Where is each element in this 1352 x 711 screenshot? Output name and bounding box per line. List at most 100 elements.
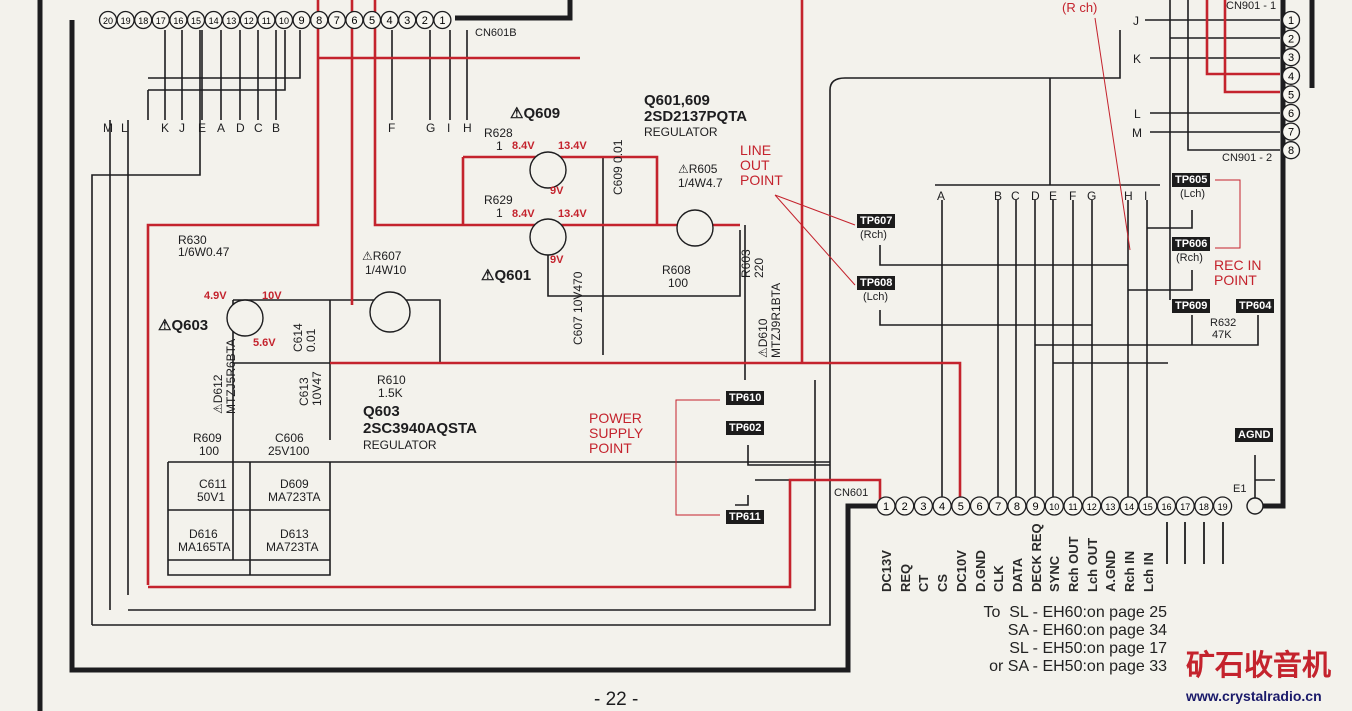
cn601b-pin-number: 6 bbox=[351, 15, 357, 27]
bus-letter: K bbox=[161, 121, 170, 135]
r609-ref: R609 bbox=[193, 431, 222, 445]
cn901-pin-number: 7 bbox=[1288, 127, 1294, 139]
cn601-pin bbox=[969, 496, 990, 516]
cn601b-pin-number: 3 bbox=[404, 15, 410, 27]
cn601-pin-number: 11 bbox=[1068, 502, 1077, 512]
warning-icon: ⚠ bbox=[678, 162, 689, 176]
r609-value: 100 bbox=[199, 444, 220, 458]
cn901-pin bbox=[1281, 29, 1301, 48]
d609-value: MA723TA bbox=[268, 490, 321, 504]
cn601-pin bbox=[1025, 496, 1046, 516]
cn601b-pin-number: 18 bbox=[138, 16, 148, 26]
cn601-pin bbox=[1212, 496, 1233, 516]
cn601-signal-label: Lch OUT bbox=[1084, 537, 1100, 592]
cn601-pin bbox=[1063, 496, 1083, 516]
cn901-pin bbox=[1281, 66, 1301, 85]
unused-pin-mark bbox=[1202, 522, 1205, 564]
cn601-pin-number: 9 bbox=[1033, 501, 1039, 513]
tp605: TP605 bbox=[1172, 173, 1211, 187]
cn601-pin-number: 16 bbox=[1161, 502, 1171, 512]
cn601-label: CN601 bbox=[834, 487, 869, 499]
d613-ref: D613 bbox=[280, 527, 309, 541]
cn601-pin-number: 14 bbox=[1124, 502, 1134, 512]
tp610: TP610 bbox=[726, 391, 765, 405]
cn901-pin-number: 5 bbox=[1288, 89, 1294, 101]
unused-pin-mark bbox=[1165, 522, 1168, 564]
cn901-letter: M bbox=[1132, 126, 1142, 140]
bus-letter: H bbox=[463, 121, 472, 135]
bus-letter: A bbox=[937, 189, 946, 203]
bus-letter: E bbox=[1049, 189, 1058, 203]
r628-ref: R628 bbox=[484, 126, 513, 140]
cn601-pin-number: 3 bbox=[920, 501, 926, 513]
cn601-pin-number: 17 bbox=[1180, 502, 1190, 512]
r630-ref: R630 bbox=[178, 233, 207, 247]
cn601b-pin-number: 15 bbox=[191, 16, 201, 26]
cn601-pin bbox=[1007, 496, 1027, 516]
tp608: TP608 bbox=[857, 276, 896, 290]
q609-emitter-voltage: 9V bbox=[550, 185, 564, 197]
ground-frame-right bbox=[1255, 0, 1286, 509]
q603-part: 2SC3940AQSTA bbox=[363, 420, 477, 437]
bus-letter: I bbox=[1144, 189, 1148, 203]
e1-terminal bbox=[1246, 497, 1264, 515]
tp611: TP611 bbox=[726, 510, 764, 524]
cn601b-pin-number: 14 bbox=[209, 16, 219, 26]
cn601-pin bbox=[1175, 496, 1195, 516]
cn601b-pin-number: 1 bbox=[439, 15, 445, 27]
q601-label: ⚠Q601 bbox=[481, 267, 532, 284]
cn601-pin-number: 19 bbox=[1218, 502, 1228, 512]
cn601-pin-number: 13 bbox=[1105, 502, 1115, 512]
cn601b-pin-number: 12 bbox=[244, 16, 254, 26]
cn601-pin bbox=[1100, 496, 1121, 516]
cn601b-pin-number: 13 bbox=[226, 16, 236, 26]
q603-symbol-label: ⚠Q603 bbox=[158, 317, 209, 334]
tp604: TP604 bbox=[1236, 299, 1275, 313]
cn901-2-label: CN901 - 2 bbox=[1222, 152, 1273, 164]
unused-pin-mark bbox=[1184, 522, 1187, 564]
bus-letter: M bbox=[103, 121, 113, 135]
cn601b-pin-number: 11 bbox=[262, 16, 271, 26]
cn601b-pin-number: 9 bbox=[299, 15, 305, 27]
cn601-pin bbox=[1119, 496, 1139, 516]
cn901-1-label: CN901 - 1 bbox=[1226, 0, 1277, 12]
ground-frame-main bbox=[69, 20, 888, 673]
r629-value: 1 bbox=[496, 206, 503, 220]
agnd-point: AGND bbox=[1235, 428, 1274, 442]
cn601-signal-label: CLK bbox=[991, 565, 1007, 592]
q609-label: ⚠Q609 bbox=[510, 105, 561, 122]
watermark-url: www.crystalradio.cn bbox=[1186, 688, 1322, 704]
bus-letter: D bbox=[236, 121, 245, 135]
q603-symbol bbox=[226, 299, 264, 337]
q603-emitter-voltage: 5.6V bbox=[253, 337, 276, 349]
cn601-pin bbox=[988, 496, 1008, 516]
cn601b-pin-number: 19 bbox=[121, 16, 131, 26]
cn901-pin-number: 4 bbox=[1288, 71, 1294, 83]
bus-letter: I bbox=[447, 121, 451, 135]
cn901-pin bbox=[1281, 141, 1301, 160]
q601-base-voltage: 8.4V bbox=[512, 208, 535, 220]
bus-letter: L bbox=[121, 121, 128, 135]
cn901-pin-number: 1 bbox=[1288, 15, 1294, 27]
cn901-letter: J bbox=[1133, 14, 1139, 28]
cn601-pin bbox=[1138, 496, 1158, 516]
e1-label: E1 bbox=[1233, 483, 1247, 495]
r607-value: 1/4W10 bbox=[365, 263, 407, 277]
r605-ref: ⚠R605 bbox=[678, 162, 718, 176]
bus-letter: J bbox=[179, 121, 185, 135]
cn601-signal-label: DATA bbox=[1009, 557, 1025, 592]
cn901-pin bbox=[1281, 122, 1301, 141]
d609-ref: D609 bbox=[280, 477, 309, 491]
bus-letter: F bbox=[388, 121, 396, 135]
bus-letter: D bbox=[1031, 189, 1040, 203]
c611-value: 50V1 bbox=[197, 490, 226, 504]
bus-letter: B bbox=[994, 189, 1003, 203]
cn601b-pin-number: 4 bbox=[387, 15, 393, 27]
cn601-pin bbox=[932, 496, 952, 516]
cn601-pin bbox=[951, 496, 971, 516]
